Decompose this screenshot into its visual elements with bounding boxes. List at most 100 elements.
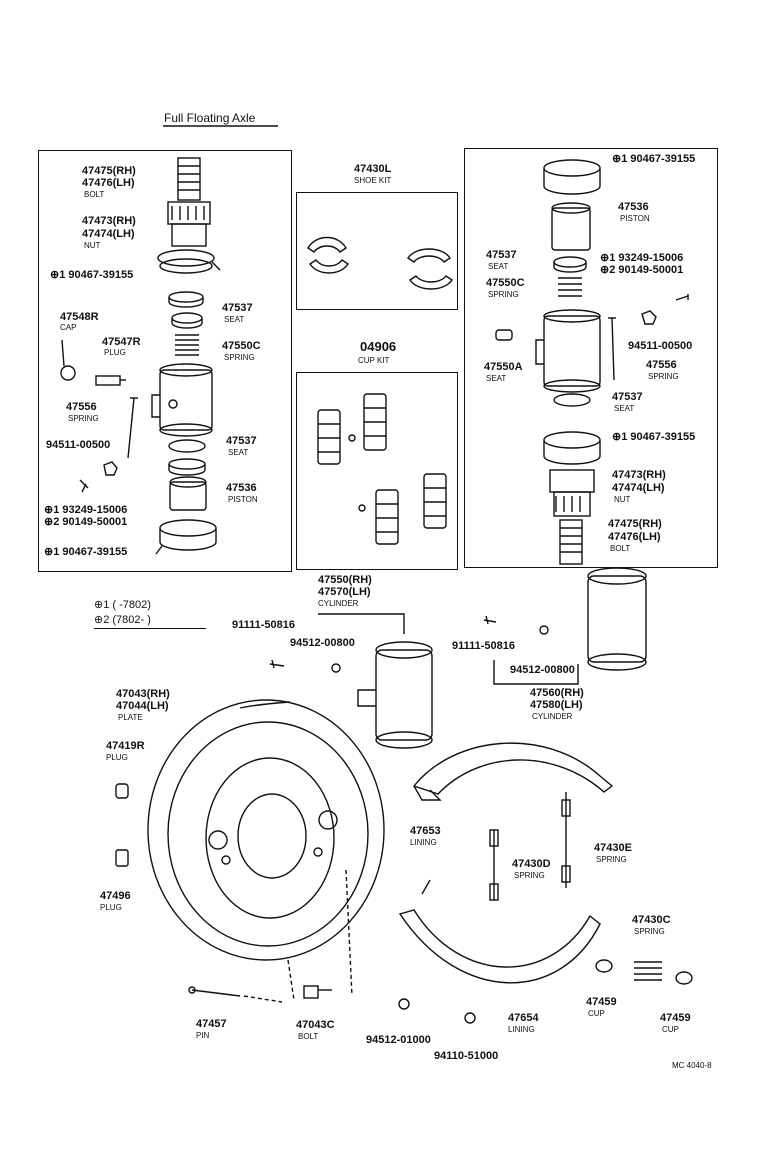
- right-b2-part: ⊕2 90149-50001: [600, 264, 684, 276]
- left-spring2-name: SPRING: [68, 414, 99, 423]
- lining2-part: 47654: [508, 1012, 539, 1024]
- left-ring-icon: [168, 458, 206, 476]
- wheel-cylinder-lh-icon: [587, 567, 647, 671]
- right-boot-bottom-icon: [543, 431, 601, 465]
- page-title: Full Floating Axle: [164, 111, 256, 125]
- right-seat2-part: 47537: [612, 391, 643, 403]
- left-nut-icon: [167, 201, 211, 247]
- washer-left-part: 94512-00800: [290, 637, 355, 649]
- right-spring1-name: SPRING: [488, 290, 519, 299]
- left-seat2-name: SEAT: [228, 448, 249, 457]
- right-seat1-name: SEAT: [488, 262, 509, 271]
- right-adjust-spring-icon: [608, 317, 616, 381]
- cyl-bottom-name: CYLINDER: [532, 712, 573, 721]
- left-boot-bottom-part: ⊕1 90467-39155: [44, 546, 128, 558]
- left-cylinder-group-box: [38, 150, 292, 572]
- right-seat3-name: SEAT: [486, 374, 507, 383]
- left-b1-part: ⊕1 93249-15006: [44, 504, 128, 516]
- lining1-part: 47653: [410, 825, 441, 837]
- left-nut2-part: 94511-00500: [46, 439, 111, 451]
- left-cap-name: CAP: [60, 323, 77, 332]
- left-seat2-part: 47537: [226, 435, 257, 447]
- left-spring1-name: SPRING: [224, 353, 255, 362]
- right-piston-name: PISTON: [620, 214, 650, 223]
- left-cap-part: 47548R: [60, 311, 99, 323]
- return-spring-e-icon: [561, 792, 571, 888]
- cyl-bottom-part-rh: 47560(RH): [530, 687, 584, 699]
- washer-right-part: 94512-00800: [510, 664, 575, 676]
- right-nut-small-icon: [641, 310, 657, 325]
- cup2-name: CUP: [662, 1025, 679, 1034]
- right-bolt-name: BOLT: [610, 544, 631, 553]
- cyl-bolt-right-icon: [483, 615, 497, 625]
- cup-kit-piston-4-icon: [423, 473, 447, 529]
- plug2-name: PLUG: [100, 903, 122, 912]
- plug-47496-icon: [115, 849, 129, 867]
- cyl-bottom-part-lh: 47580(LH): [530, 699, 583, 711]
- right-boot-top-icon: [543, 159, 601, 195]
- cup2-part: 47459: [660, 1012, 691, 1024]
- right-b1-part: ⊕1 93249-15006: [600, 252, 684, 264]
- left-bolt-part-rh: 47475(RH): [82, 165, 136, 177]
- right-spring2-name: SPRING: [648, 372, 679, 381]
- spring-c-name: SPRING: [634, 927, 665, 936]
- nut3-part: 94110-51000: [434, 1050, 499, 1062]
- left-seat-top-icon: [168, 291, 204, 308]
- bolt2-part: 47043C: [296, 1019, 335, 1031]
- cup-kit-piston-1-icon: [317, 409, 341, 465]
- brake-shoe-upper-icon: [412, 742, 614, 801]
- right-bleeder-icon: [495, 329, 513, 341]
- plug2-part: 47496: [100, 890, 131, 902]
- right-seat-lower-icon: [553, 393, 591, 407]
- figure-code: MC 4040-8: [672, 1061, 712, 1070]
- right-seat1-part: 47537: [486, 249, 517, 261]
- right-nut-part-lh: 47474(LH): [612, 482, 665, 494]
- left-b2-part: ⊕2 90149-50001: [44, 516, 128, 528]
- bolt2-name: BOLT: [298, 1032, 319, 1041]
- left-bolt-part-lh: 47476(LH): [82, 177, 135, 189]
- left-nut-name: NUT: [84, 241, 101, 250]
- cup-kit-ball-1-icon: [348, 434, 356, 442]
- right-boot-bottom-part: ⊕1 90467-39155: [612, 431, 696, 443]
- shoe-kit-clip-1-icon: [307, 236, 349, 274]
- left-boot-top-icon: [157, 249, 221, 274]
- plate-name: PLATE: [118, 713, 143, 722]
- bolt-right-part: 91111-50816: [452, 640, 516, 652]
- cyl-washer-left-icon: [331, 663, 341, 673]
- hold-spring-c-icon: [634, 961, 662, 981]
- shoe-kit-clip-2-icon: [407, 248, 453, 290]
- right-boot-top-part: ⊕1 90467-39155: [612, 153, 696, 165]
- left-piston-part: 47536: [226, 482, 257, 494]
- left-plug-part: 47547R: [102, 336, 141, 348]
- right-seat3-part: 47550A: [484, 361, 523, 373]
- pin-47457-icon: [188, 986, 241, 997]
- right-bolt-part-lh: 47476(LH): [608, 531, 661, 543]
- cup1-name: CUP: [588, 1009, 605, 1018]
- plug-47419r-icon: [115, 783, 129, 799]
- shoe-kit-name: SHOE KIT: [354, 176, 392, 185]
- lining1-name: LINING: [410, 838, 437, 847]
- nut-94110-51000-icon: [464, 1012, 476, 1024]
- cup-1-icon: [595, 959, 613, 973]
- left-seat-lower-icon: [168, 439, 206, 453]
- brake-shoe-lower-icon: [398, 879, 601, 984]
- cup-kit-part: 04906: [360, 339, 397, 354]
- spring-e-part: 47430E: [594, 842, 632, 854]
- cyl-washer-right-icon: [539, 625, 549, 635]
- washer3-part: 94512-01000: [366, 1034, 431, 1046]
- left-piston-icon: [169, 476, 207, 511]
- plug1-part: 47419R: [106, 740, 145, 752]
- left-adjust-spring-icon: [127, 397, 138, 459]
- left-screw-icon: [79, 479, 89, 493]
- spring-e-name: SPRING: [596, 855, 627, 864]
- right-seat-top-icon: [553, 256, 587, 273]
- left-nut-small-icon: [103, 461, 118, 476]
- plate-part-lh: 47044(LH): [116, 700, 169, 712]
- cyl-top-part-lh: 47570(LH): [318, 586, 371, 598]
- right-spring-icon: [558, 277, 582, 297]
- plug1-name: PLUG: [106, 753, 128, 762]
- cyl-top-name: CYLINDER: [318, 599, 359, 608]
- left-seat1-part: 47537: [222, 302, 253, 314]
- wheel-cylinder-rh-icon: [357, 641, 433, 749]
